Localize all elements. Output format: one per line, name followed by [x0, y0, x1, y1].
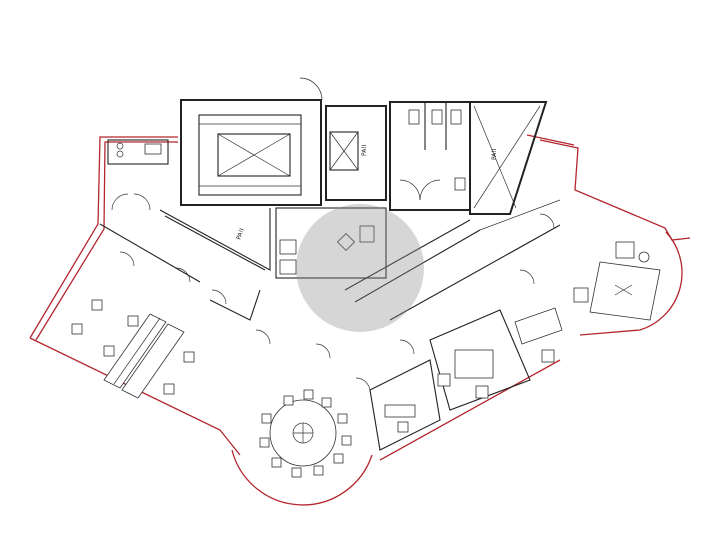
- lift-label-2: PA!I: [491, 148, 498, 160]
- watermark-logo: [296, 204, 424, 332]
- elevator-2: PA!I: [469, 101, 548, 215]
- stair-core: [180, 99, 322, 206]
- right-offices: [369, 307, 563, 451]
- reception: [275, 207, 387, 279]
- director-office: [573, 241, 661, 321]
- open-office-left: [71, 299, 195, 399]
- lift-label-3: PA!I: [235, 227, 246, 240]
- meeting-room-round: [259, 389, 352, 478]
- lift-label-1: PA!I: [361, 144, 368, 156]
- elevator-1: PA!I: [325, 105, 387, 201]
- toilet-block: [389, 101, 471, 211]
- kitchen: [107, 139, 169, 211]
- exterior-outline: [29, 134, 691, 506]
- interior-walls: PA!I: [99, 199, 561, 321]
- door-swings: [119, 77, 555, 393]
- meeting-chairs: [259, 389, 352, 478]
